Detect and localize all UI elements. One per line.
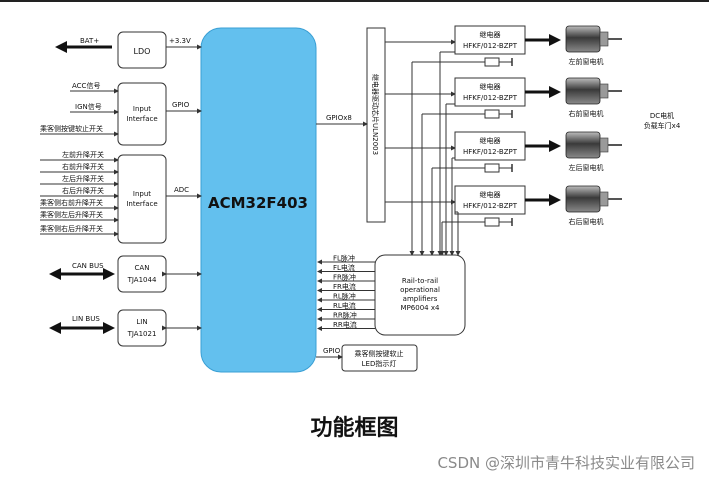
lin-bus-label: LIN BUS xyxy=(72,315,100,323)
gpio-x8-label: GPIOx8 xyxy=(326,114,352,122)
switch-label: 左前升降开关 xyxy=(62,150,104,159)
switch-label: 右后升降开关 xyxy=(62,186,104,195)
sense-resistor xyxy=(484,109,500,119)
relay-box xyxy=(454,77,526,107)
ldo-label: LDO xyxy=(134,47,151,56)
sense-resistor xyxy=(484,217,500,227)
input-if2-line1: Input xyxy=(133,190,151,198)
lin-line1: LIN xyxy=(136,318,147,326)
motor-note-2: 负载车门x4 xyxy=(644,121,681,130)
switch-inputs: 左前升降开关右前升降开关左后升降开关右后升降开关乘客侧右前升降开关乘客侧左后升降… xyxy=(40,150,119,237)
figure-caption: 功能框图 xyxy=(310,416,399,441)
relay-box xyxy=(454,25,526,55)
feedback-label: RL电流 xyxy=(333,301,356,310)
relay-group: 继电器HFKF/012-BZPT左前窗电机继电器HFKF/012-BZPT右前窗… xyxy=(385,25,622,256)
can-bus-label: CAN BUS xyxy=(72,262,104,270)
input-interface-1 xyxy=(117,82,167,146)
lin-line2: TJA1021 xyxy=(127,330,157,338)
watermark: CSDN @深圳市青牛科技实业有限公司 xyxy=(437,454,695,472)
motor-label: 左后窗电机 xyxy=(569,163,604,172)
mcu-label: ACM32F403 xyxy=(208,194,308,212)
switch-label: 左后升降开关 xyxy=(62,174,104,183)
feedback-label: FL电流 xyxy=(333,263,355,272)
motor-icon xyxy=(565,77,622,105)
input-if2-line2: Interface xyxy=(126,200,157,208)
feedback-label: FR脉冲 xyxy=(333,273,356,282)
relay-part: HFKF/012-BZPT xyxy=(463,148,518,156)
feedback-label: FL脉冲 xyxy=(333,254,355,263)
relay-title: 继电器 xyxy=(480,30,501,39)
can-block xyxy=(117,255,167,293)
input-if1-line2: Interface xyxy=(126,115,157,123)
bat-label: BAT+ xyxy=(80,37,99,45)
ign-label: IGN信号 xyxy=(75,102,102,111)
relay-title: 继电器 xyxy=(480,136,501,145)
ldo-block xyxy=(117,31,167,69)
acc-label: ACC信号 xyxy=(72,81,100,90)
input-interface-2 xyxy=(117,154,167,244)
motor-label: 右后窗电机 xyxy=(569,217,604,226)
can-line2: TJA1044 xyxy=(127,276,157,284)
can-line1: CAN xyxy=(135,264,150,272)
relay-title: 继电器 xyxy=(480,190,501,199)
input-if1-line1: Input xyxy=(133,105,151,113)
opamp-block xyxy=(374,254,466,336)
led-line1: 乘客侧按键软止 xyxy=(355,349,404,358)
mcu-block xyxy=(200,27,317,373)
opamp-line4: MP6004 x4 xyxy=(401,304,440,312)
switch-label: 右前升降开关 xyxy=(62,162,104,171)
opamp-line2: operational xyxy=(400,286,440,294)
motor-icon xyxy=(565,131,622,159)
ldo-out-label: +3.3V xyxy=(169,37,191,45)
feedback-label: RR电流 xyxy=(333,320,357,329)
sense-resistor xyxy=(484,57,500,67)
if2-out-label: ADC xyxy=(174,186,189,194)
switch-label: 乘客侧右前升降开关 xyxy=(40,198,103,207)
relay-part: HFKF/012-BZPT xyxy=(463,94,518,102)
opamp-line1: Rail-to-rail xyxy=(402,277,438,285)
motor-note-1: DC电机 xyxy=(650,111,674,120)
sense-resistor xyxy=(484,163,500,173)
seat-btn-label: 乘客侧按键软止开关 xyxy=(40,124,103,133)
gpio-led-label: GPIO xyxy=(323,347,341,355)
relay-part: HFKF/012-BZPT xyxy=(463,202,518,210)
motor-label: 右前窗电机 xyxy=(569,109,604,118)
relay-box xyxy=(454,131,526,161)
relay-part: HFKF/012-BZPT xyxy=(463,42,518,50)
led-line2: LED指示灯 xyxy=(362,359,397,368)
opamp-line3: amplifiers xyxy=(403,295,438,303)
switch-label: 乘客侧左后升降开关 xyxy=(40,210,103,219)
switch-label: 乘客侧右后升降开关 xyxy=(40,224,103,233)
driver-label: 继电器驱动芯片ULN2003 xyxy=(371,74,380,155)
if1-out-label: GPIO xyxy=(172,101,190,109)
top-rule xyxy=(0,0,709,2)
relay-box xyxy=(454,185,526,215)
motor-icon xyxy=(565,185,622,213)
motor-label: 左前窗电机 xyxy=(569,57,604,66)
feedback-label: FR电流 xyxy=(333,282,356,291)
feedback-label: RR脉冲 xyxy=(333,311,357,320)
feedback-label: RL脉冲 xyxy=(333,292,356,301)
motor-icon xyxy=(565,25,622,53)
lin-block xyxy=(117,309,167,347)
relay-title: 继电器 xyxy=(480,82,501,91)
